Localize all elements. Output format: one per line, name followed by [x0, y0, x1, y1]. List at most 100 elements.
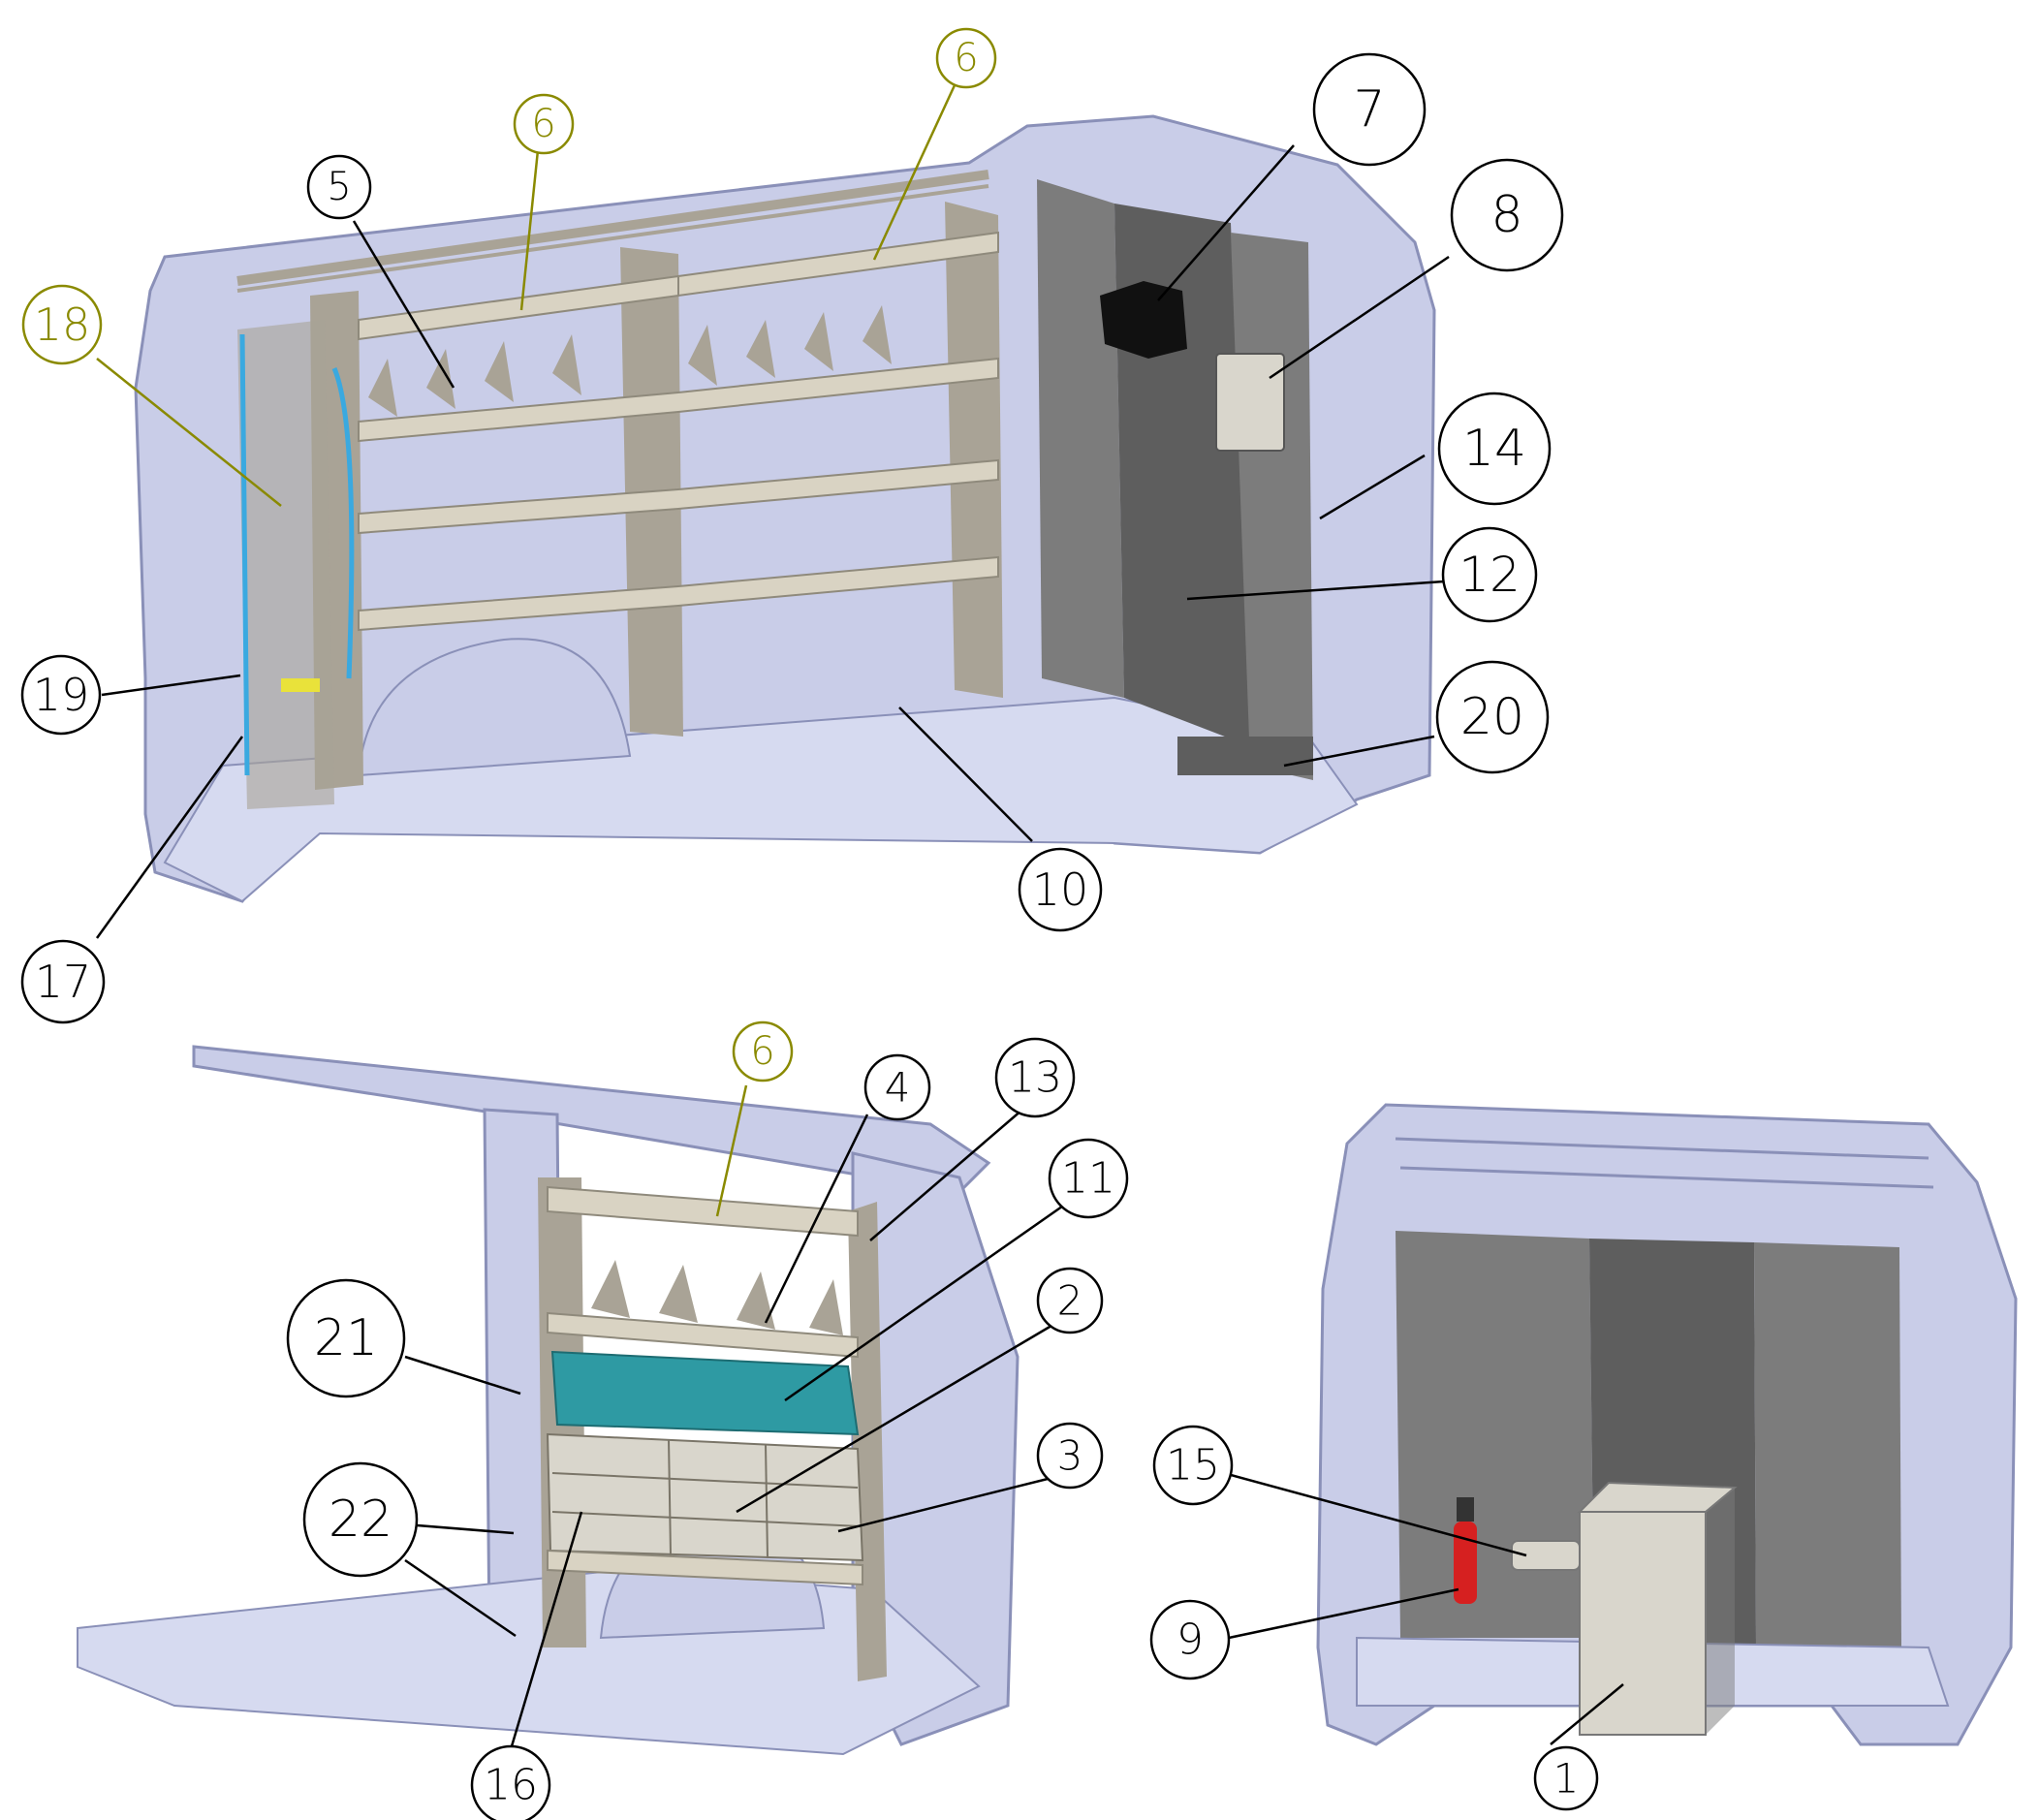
leader-5 [352, 220, 455, 389]
bl-drawer-lines [551, 1438, 862, 1559]
svg-text:1: 1 [1553, 1755, 1580, 1803]
br-bulkhead-left [1396, 1231, 1594, 1638]
callout-6-top-right: 6 [935, 27, 997, 89]
callout-4: 4 [863, 1053, 931, 1121]
leader-22a [404, 1522, 515, 1535]
callout-8: 8 [1450, 158, 1564, 272]
bl-floor-shelf [547, 1549, 863, 1586]
bl-drawer-cabinet [546, 1432, 864, 1562]
br-generator-box [1579, 1511, 1707, 1736]
top-shelf-upright-3 [945, 202, 1003, 698]
callout-20: 20 [1435, 660, 1550, 774]
bl-shelf-dividers [591, 1260, 843, 1335]
svg-text:22: 22 [329, 1491, 392, 1549]
top-shelf-dividers [368, 305, 892, 417]
svg-text:7: 7 [1353, 80, 1385, 139]
leader-22b [404, 1558, 517, 1638]
callout-21: 21 [286, 1278, 406, 1398]
callout-14: 14 [1437, 392, 1552, 506]
svg-text:2: 2 [1057, 1277, 1083, 1325]
top-shelf-top-2 [677, 231, 999, 298]
leader-6b [872, 84, 957, 261]
br-generator-side [1706, 1488, 1735, 1735]
svg-text:12: 12 [1459, 547, 1521, 603]
svg-text:4: 4 [885, 1064, 911, 1112]
bottom-right-view [1316, 1103, 2018, 1746]
top-partition [1037, 179, 1124, 698]
br-bulkhead-right [1754, 1242, 1901, 1647]
br-roof-ribs [1395, 1137, 1934, 1189]
svg-text:21: 21 [314, 1309, 378, 1367]
bl-bin-shelf [547, 1311, 859, 1359]
svg-text:5: 5 [327, 165, 351, 209]
callout-17: 17 [20, 939, 106, 1024]
svg-text:11: 11 [1061, 1154, 1115, 1204]
top-mount-item-7 [1100, 281, 1187, 359]
callout-7: 7 [1312, 52, 1427, 167]
top-wheel-well [357, 638, 632, 777]
top-roof-rail [236, 170, 989, 286]
leader-9 [1228, 1587, 1459, 1640]
svg-text:14: 14 [1462, 420, 1526, 478]
top-van-view [134, 114, 1436, 903]
leader-8 [1269, 255, 1450, 380]
callout-5: 5 [306, 154, 372, 220]
leader-12 [1186, 580, 1445, 601]
top-ladder-rack [237, 320, 334, 809]
callout-10: 10 [1018, 847, 1103, 932]
svg-text:19: 19 [33, 669, 90, 721]
leader-18 [96, 358, 282, 507]
top-blue-hose-2 [331, 367, 355, 679]
svg-text:16: 16 [484, 1761, 538, 1810]
top-box-item-8 [1215, 353, 1285, 452]
svg-text:3: 3 [1057, 1432, 1083, 1480]
svg-text:8: 8 [1490, 186, 1522, 244]
callout-18: 18 [21, 284, 103, 365]
callout-3: 3 [1036, 1422, 1104, 1490]
top-shelf-a [358, 357, 999, 443]
svg-text:20: 20 [1460, 688, 1524, 746]
svg-text:15: 15 [1166, 1441, 1220, 1491]
br-extinguisher-head [1457, 1497, 1474, 1522]
callout-11: 11 [1048, 1138, 1129, 1219]
callout-22: 22 [302, 1461, 419, 1578]
leader-11 [784, 1200, 1070, 1402]
leader-20 [1283, 735, 1435, 768]
callout-6-top-left: 6 [513, 93, 575, 155]
svg-text:10: 10 [1032, 863, 1089, 916]
leader-2 [736, 1321, 1057, 1514]
leader-14 [1319, 454, 1426, 520]
svg-text:6: 6 [531, 102, 555, 146]
callout-15: 15 [1152, 1425, 1234, 1506]
svg-text:18: 18 [34, 298, 91, 351]
callout-6-bottom: 6 [732, 1020, 794, 1083]
top-blue-hose-1 [239, 333, 250, 776]
bl-upright-right [848, 1202, 887, 1681]
leader-15 [1230, 1473, 1527, 1557]
bl-floor [77, 1568, 981, 1756]
callout-2: 2 [1036, 1267, 1104, 1334]
callout-1: 1 [1533, 1745, 1599, 1811]
callout-19: 19 [20, 654, 102, 736]
svg-text:9: 9 [1176, 1616, 1204, 1665]
svg-text:17: 17 [35, 956, 92, 1008]
svg-text:6: 6 [954, 36, 978, 80]
leader-7 [1157, 144, 1295, 301]
leader-lines [95, 84, 1624, 1757]
top-shelf-b [358, 458, 999, 535]
top-floor-case-20 [1177, 737, 1313, 775]
callout-13: 13 [994, 1037, 1076, 1118]
leader-3 [837, 1476, 1052, 1533]
leader-1 [1550, 1683, 1624, 1745]
leader-6c [715, 1084, 748, 1217]
callout-16: 16 [470, 1744, 551, 1820]
leader-6a [519, 149, 540, 311]
top-roof-rail-2 [236, 184, 989, 293]
callout-12: 12 [1441, 526, 1538, 623]
leader-4 [764, 1114, 869, 1324]
leader-17 [95, 736, 244, 939]
top-shelf-c [358, 555, 999, 632]
callout-9: 9 [1149, 1599, 1231, 1680]
br-extinguisher-body [1454, 1522, 1477, 1604]
